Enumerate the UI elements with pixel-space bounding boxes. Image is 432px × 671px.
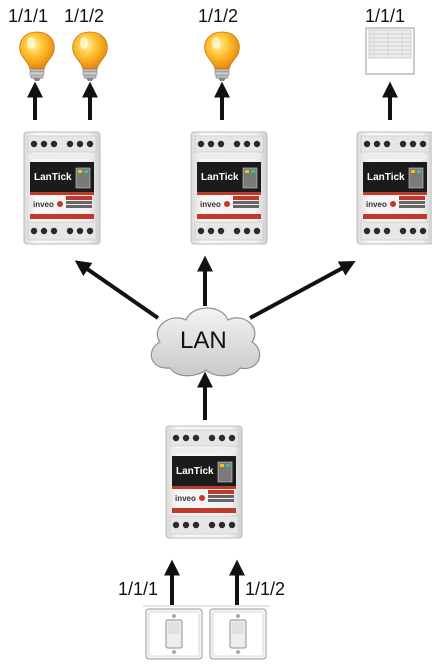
lantick-device-main (165, 425, 243, 539)
light-bulb-icon (19, 31, 55, 82)
label-switch-left: 1/1/1 (118, 579, 159, 599)
arrow-to-device-3 (249, 260, 356, 320)
label-switch-right: 1/1/2 (245, 579, 286, 599)
wall-switch-icon (145, 608, 203, 660)
wall-switch-icon (209, 608, 267, 660)
arrow-icon (27, 81, 398, 605)
window-blind-icon (365, 27, 415, 75)
cloud-icon (150, 307, 261, 377)
lantick-device-2 (190, 131, 268, 245)
light-bulb-icon (204, 31, 240, 82)
arrow-to-device-1 (74, 260, 160, 320)
label-bulb-a: 1/1/1 (8, 6, 49, 26)
label-blind: 1/1/1 (365, 6, 406, 26)
lantick-device-3 (356, 131, 432, 245)
light-bulb-icon (72, 31, 108, 82)
lantick-device-1 (23, 131, 101, 245)
label-bulb-c: 1/1/2 (198, 6, 239, 26)
label-bulb-b: 1/1/2 (64, 6, 105, 26)
lan-label: LAN (180, 327, 227, 354)
